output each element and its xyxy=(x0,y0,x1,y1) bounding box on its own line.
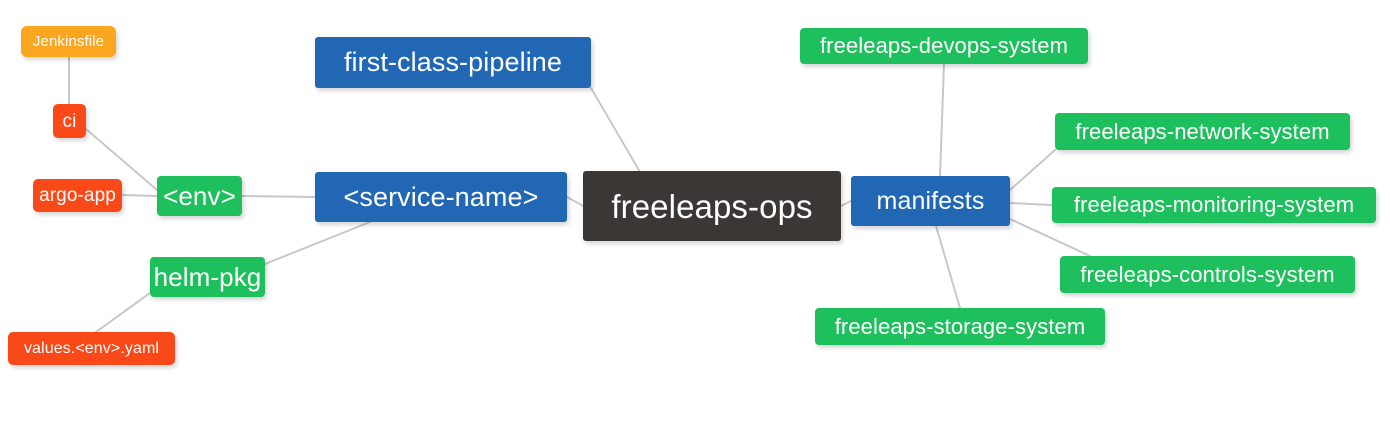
edge-manifests-to-controls xyxy=(1009,218,1091,257)
mindmap-node-controls[interactable]: freeleaps-controls-system xyxy=(1060,256,1355,293)
edge-manifests-to-storage xyxy=(935,225,961,309)
mindmap-node-env[interactable]: <env> xyxy=(157,176,242,216)
mindmap-node-values[interactable]: values.<env>.yaml xyxy=(8,332,175,365)
edge-root-to-service xyxy=(566,196,584,207)
edge-manifests-to-monitoring xyxy=(1009,202,1053,206)
mindmap-node-storage[interactable]: freeleaps-storage-system xyxy=(815,308,1105,345)
edge-manifests-to-devops xyxy=(939,63,945,177)
edge-manifests-to-network xyxy=(1009,149,1056,191)
mindmap-node-manifests[interactable]: manifests xyxy=(851,176,1010,226)
mindmap-node-ci[interactable]: ci xyxy=(53,104,86,138)
edge-env-to-argoapp xyxy=(121,194,158,197)
mindmap-node-service[interactable]: <service-name> xyxy=(315,172,567,222)
mindmap-node-monitoring[interactable]: freeleaps-monitoring-system xyxy=(1052,187,1376,223)
mindmap-node-argoapp[interactable]: argo-app xyxy=(33,179,122,212)
mindmap-node-network[interactable]: freeleaps-network-system xyxy=(1055,113,1350,150)
mindmap-node-root[interactable]: freeleaps-ops xyxy=(583,171,841,241)
mindmap-node-pipeline[interactable]: first-class-pipeline xyxy=(315,37,591,88)
edge-service-to-env xyxy=(241,195,316,198)
mindmap-node-devops[interactable]: freeleaps-devops-system xyxy=(800,28,1088,64)
edge-root-to-manifests xyxy=(840,200,852,207)
mindmap-node-helmpkg[interactable]: helm-pkg xyxy=(150,257,265,297)
edge-service-to-pipeline xyxy=(590,87,641,173)
edge-service-to-helmpkg xyxy=(264,221,371,265)
edge-helmpkg-to-values xyxy=(95,292,151,333)
mindmap-node-jenkinsfile[interactable]: Jenkinsfile xyxy=(21,26,116,57)
